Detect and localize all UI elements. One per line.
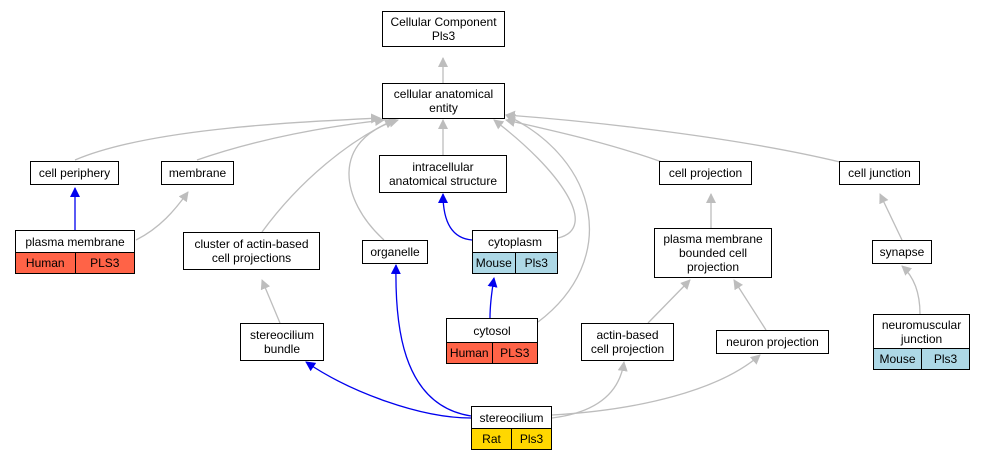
node-stereocilium[interactable]: stereocilium Rat Pls3 [471, 406, 552, 450]
edge-stereobundle-to-cluster [260, 279, 281, 324]
edge-membrane-to-entity [196, 116, 385, 161]
node-label: cytoplasm [487, 234, 543, 249]
edge-organelle-to-entity [348, 117, 399, 241]
node-cell-projection[interactable]: cell projection [659, 161, 752, 185]
species-tag: Rat [472, 429, 511, 449]
node-cell-junction[interactable]: cell junction [839, 161, 920, 185]
annotation-row: Human PLS3 [16, 252, 134, 273]
species-tag: Mouse [473, 253, 515, 273]
node-intracellular-anatomical-structure[interactable]: intracellular anatomical structure [379, 155, 507, 193]
gene-tag: PLS3 [491, 343, 537, 363]
species-tag: Mouse [874, 349, 921, 369]
edge-junction-to-entity [505, 110, 841, 163]
node-cellular-component[interactable]: Cellular Component Pls3 [382, 11, 505, 47]
edge-cytosol-to-entity [505, 114, 590, 323]
annotation-row: Rat Pls3 [472, 428, 551, 449]
node-plasma-membrane[interactable]: plasma membrane Human PLS3 [15, 230, 135, 274]
annotation-row: Mouse Pls3 [874, 348, 969, 369]
edge-projection-to-entity [505, 117, 663, 163]
node-label: stereocilium [479, 410, 544, 425]
edge-stereocilium-to-bundle [305, 361, 472, 419]
gene-tag: PLS3 [74, 253, 134, 273]
annotation-row: Mouse Pls3 [473, 252, 557, 273]
node-cluster-of-actin-based-cell-projections[interactable]: cluster of actin-based cell projections [183, 232, 320, 270]
edge-neuron-to-pmbound [733, 279, 767, 331]
node-cytosol[interactable]: cytosol Human PLS3 [446, 318, 538, 364]
node-neuromuscular-junction[interactable]: neuromuscular junction Mouse Pls3 [873, 314, 970, 370]
edge-synapse-to-junction [879, 193, 903, 241]
annotation-row: Human PLS3 [447, 342, 537, 363]
edge-nmj-to-synapse [901, 265, 921, 315]
gene-tag: Pls3 [514, 253, 557, 273]
node-cellular-anatomical-entity[interactable]: cellular anatomical entity [382, 83, 505, 119]
edge-cytosol-to-cytoplasm [487, 277, 498, 319]
edge-cytoplasm-to-entity [493, 119, 576, 239]
node-label: cytosol [473, 323, 511, 338]
edge-cytoplasm-to-intracellular [438, 193, 473, 241]
node-actin-based-cell-projection[interactable]: actin-based cell projection [581, 323, 674, 361]
edge-periphery-to-entity [74, 113, 381, 161]
node-cell-periphery[interactable]: cell periphery [30, 161, 119, 185]
node-label: plasma membrane [25, 234, 125, 249]
node-stereocilium-bundle[interactable]: stereocilium bundle [240, 323, 324, 361]
node-organelle[interactable]: organelle [362, 240, 428, 264]
edge-actin-to-pmbound [647, 279, 691, 324]
edge-stereocilium-to-organelle [390, 264, 472, 417]
node-plasma-membrane-bounded-cell-projection[interactable]: plasma membrane bounded cell projection [654, 228, 772, 278]
species-tag: Human [447, 343, 492, 363]
edge-pm-to-membrane [135, 191, 189, 241]
gene-tag: Pls3 [921, 349, 969, 369]
edge-stereocilium-to-neuron [551, 354, 761, 416]
node-synapse[interactable]: synapse [872, 240, 932, 264]
node-membrane[interactable]: membrane [161, 161, 234, 185]
edge-stereocilium-to-actin [551, 361, 628, 419]
node-cytoplasm[interactable]: cytoplasm Mouse Pls3 [472, 230, 558, 274]
gene-tag: Pls3 [511, 429, 551, 449]
node-neuron-projection[interactable]: neuron projection [716, 330, 829, 354]
node-label: neuromuscular junction [881, 317, 962, 346]
species-tag: Human [16, 253, 75, 273]
